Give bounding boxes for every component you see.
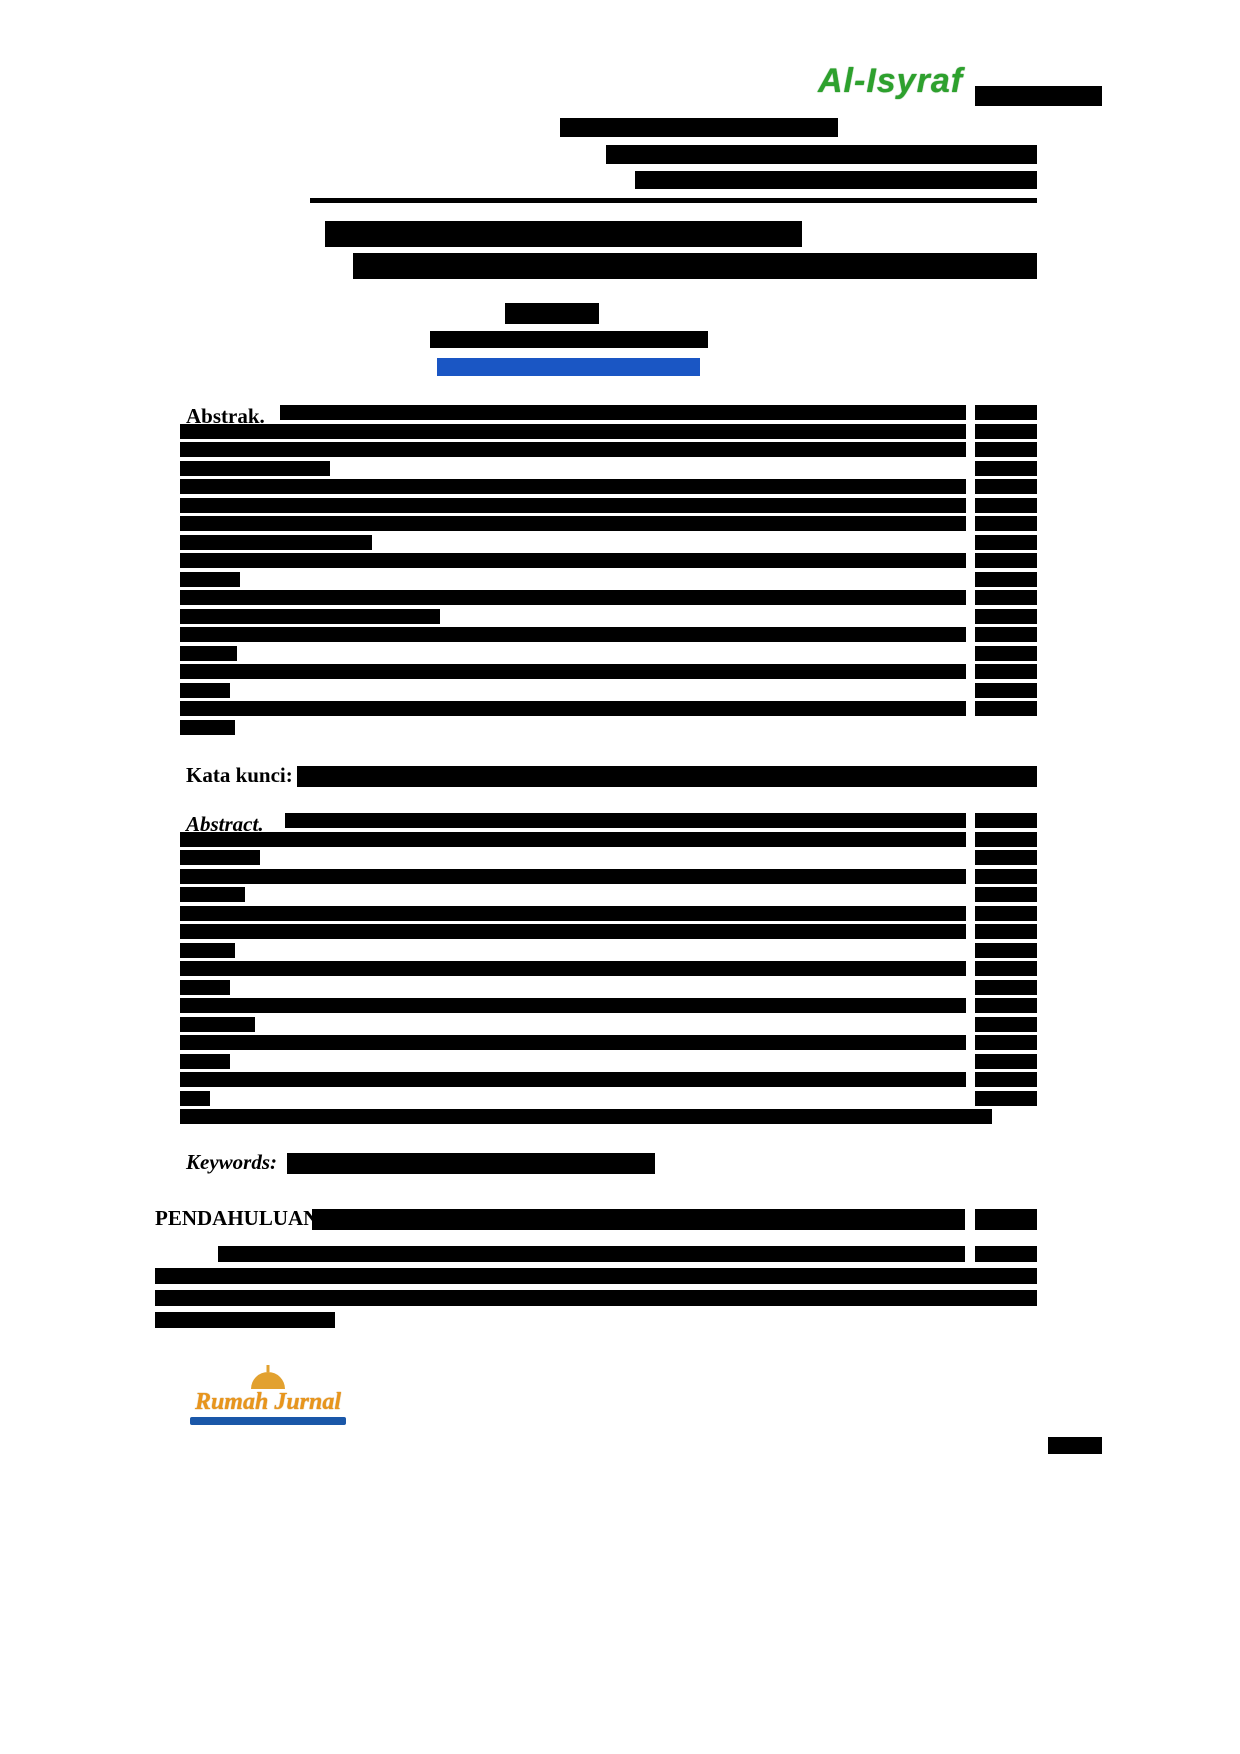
publisher-logo: Rumah Jurnal [190, 1372, 346, 1426]
abstract-redacted-block [180, 813, 1037, 1124]
author-name-redacted [505, 303, 599, 324]
abstrak-redacted-block [180, 405, 1037, 735]
keywords-label: Keywords: [186, 1150, 277, 1174]
author-email-link-redacted[interactable] [437, 358, 700, 376]
keywords-redacted [287, 1153, 655, 1174]
publisher-logo-text: Rumah Jurnal [194, 1389, 342, 1415]
journal-meta-redacted [635, 171, 1037, 189]
header-rule [310, 198, 1037, 203]
page-number-redacted [1048, 1437, 1102, 1454]
mosque-dome-icon [251, 1372, 285, 1389]
pendahuluan-heading-redacted [312, 1209, 965, 1230]
journal-logo: Al-Isyraf [818, 62, 964, 100]
journal-name-redacted [560, 118, 838, 137]
kata-kunci-redacted [297, 766, 1037, 787]
pendahuluan-heading: PENDAHULUAN [155, 1206, 319, 1230]
article-title-line2-redacted [353, 253, 1037, 279]
header-info-redacted [975, 86, 1102, 106]
kata-kunci-label: Kata kunci: [186, 763, 293, 787]
journal-issue-redacted [606, 145, 1037, 164]
author-affiliation-redacted [430, 331, 708, 348]
publisher-logo-ribbon [190, 1417, 346, 1426]
paragraph-redacted-block [155, 1246, 1037, 1328]
article-title-line1-redacted [325, 221, 802, 247]
pendahuluan-heading-redacted-end [975, 1209, 1037, 1230]
